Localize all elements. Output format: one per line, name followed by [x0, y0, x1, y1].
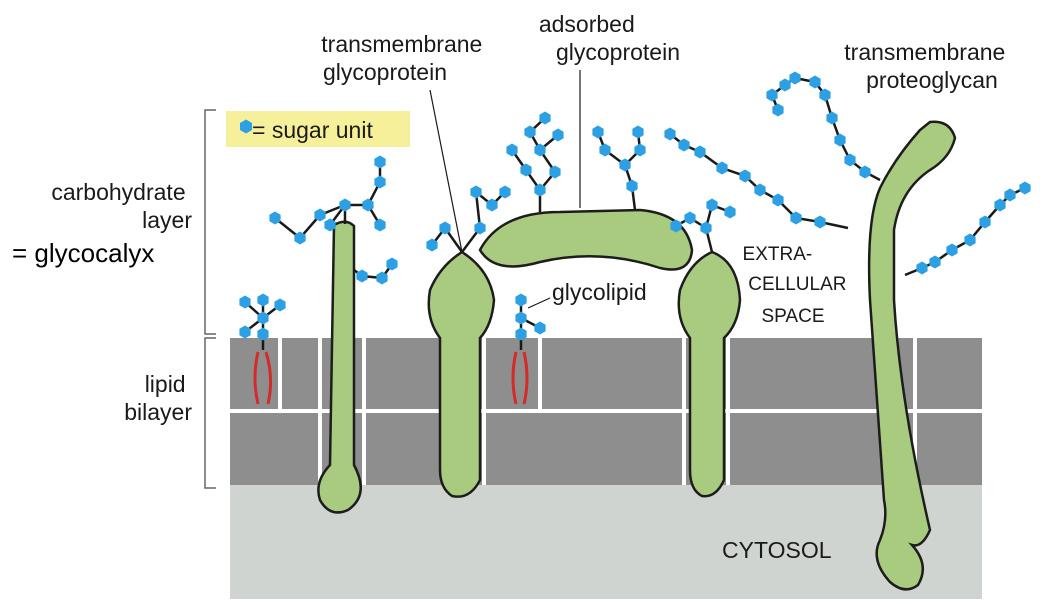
legend-sugar-icon — [240, 119, 252, 134]
sugar-unit — [859, 165, 871, 179]
extracellular-space-label: EXTRA- CELLULAR SPACE — [743, 244, 852, 327]
sugar-unit — [239, 295, 251, 309]
sugar-unit — [257, 311, 269, 325]
sugar-unit — [724, 205, 736, 219]
sugar-unit — [826, 111, 838, 125]
legend-label: = sugar unit — [252, 117, 373, 143]
sugar-unit — [515, 293, 527, 307]
layer-brackets — [204, 109, 216, 489]
sugar-unit — [362, 198, 374, 212]
sugar-unit — [716, 161, 728, 175]
sugar-unit — [552, 128, 564, 142]
transmembrane-proteoglycan — [867, 120, 957, 591]
glycolipid-tails — [253, 351, 529, 405]
adsorbed-glycoprotein — [478, 208, 694, 271]
sugar-unit — [374, 218, 386, 232]
sugar-unit — [356, 269, 368, 283]
legend-box — [226, 111, 410, 147]
sugar-unit — [626, 179, 638, 193]
sugar-unit — [257, 327, 269, 341]
bilayer-gaps — [230, 336, 982, 485]
sugar-unit — [592, 125, 604, 139]
sugar-unit — [269, 211, 281, 225]
sugar-unit — [634, 143, 646, 157]
sugar-unit — [814, 215, 826, 229]
sugar-unit — [694, 145, 706, 159]
sugar-unit — [439, 221, 451, 235]
sugar-unit — [964, 233, 976, 247]
sugar-unit — [994, 198, 1006, 212]
sugar-unit — [239, 325, 251, 339]
sugar-unit — [619, 158, 631, 172]
sugar-unit — [324, 218, 336, 232]
sugar-unit — [754, 183, 766, 197]
sugar-unit — [294, 231, 306, 245]
sugar-unit — [779, 78, 791, 92]
sugar-unit — [844, 153, 856, 167]
sugar-unit — [549, 165, 561, 179]
cytosol-label: CYTOSOL — [722, 537, 832, 563]
sugar-unit — [520, 163, 532, 177]
sugar-unit — [386, 257, 398, 271]
sugar-unit — [599, 143, 611, 157]
sugar-unit — [486, 198, 498, 212]
sugar-unit — [524, 125, 536, 139]
sugar-unit — [678, 138, 690, 152]
sugar-unit — [314, 208, 326, 222]
sugar-unit — [632, 125, 644, 139]
sugar-unit — [515, 311, 527, 325]
sugar-unit — [700, 221, 712, 235]
sugar-unit — [706, 198, 718, 212]
sugar-units — [239, 71, 1031, 341]
transmembrane-glycoprotein — [427, 250, 496, 498]
adsorbed-glycoprotein-label: adsorbed glycoprotein — [539, 11, 680, 65]
sugar-unit — [470, 185, 482, 199]
sugar-unit — [670, 219, 682, 233]
lipid-bilayer-label: lipid bilayer — [124, 371, 192, 425]
sugar-unit — [374, 175, 386, 189]
glycolipid-label: glycolipid — [552, 279, 647, 305]
sugar-unit — [426, 238, 438, 252]
sugar-unit — [534, 143, 546, 157]
sugar-unit — [1019, 181, 1031, 195]
sugar-unit — [499, 185, 511, 199]
sugar-unit — [506, 143, 518, 157]
sugar-unit — [534, 183, 546, 197]
sugar-unit — [474, 221, 486, 235]
sugar-unit — [534, 321, 546, 335]
sugar-unit — [772, 193, 784, 207]
sugar-unit — [274, 298, 286, 312]
sugar-unit — [809, 75, 821, 89]
sugar-unit — [916, 261, 928, 275]
sugar-unit — [257, 293, 269, 307]
sugar-unit — [339, 198, 351, 212]
sugar-unit — [979, 215, 991, 229]
sugar-unit — [772, 103, 784, 117]
sugar-unit — [929, 255, 941, 269]
sugar-unit — [766, 88, 778, 102]
transmembrane-glycoprotein-label: transmembrane glycoprotein — [321, 31, 488, 85]
transmembrane-glycoprotein-left — [317, 220, 362, 514]
sugar-unit — [374, 155, 386, 169]
transmembrane-proteoglycan-label: transmembrane proteoglycan — [844, 39, 1011, 93]
sugar-unit — [664, 127, 676, 141]
sugar-unit — [834, 133, 846, 147]
sugar-unit — [789, 71, 801, 85]
transmembrane-protein-right — [677, 250, 742, 498]
sugar-unit — [1004, 188, 1016, 202]
sugar-unit — [946, 243, 958, 257]
sugar-unit — [684, 211, 696, 225]
sugar-unit — [819, 88, 831, 102]
carbohydrate-layer-label: carbohydrate layer — [51, 179, 192, 233]
sugar-unit — [515, 327, 527, 341]
sugar-unit — [539, 111, 551, 125]
sugar-unit — [790, 211, 802, 225]
sugar-unit — [376, 271, 388, 285]
leader-lines — [429, 70, 581, 309]
sugar-unit — [739, 169, 751, 183]
glycocalyx-label: = glycocalyx — [12, 238, 154, 268]
